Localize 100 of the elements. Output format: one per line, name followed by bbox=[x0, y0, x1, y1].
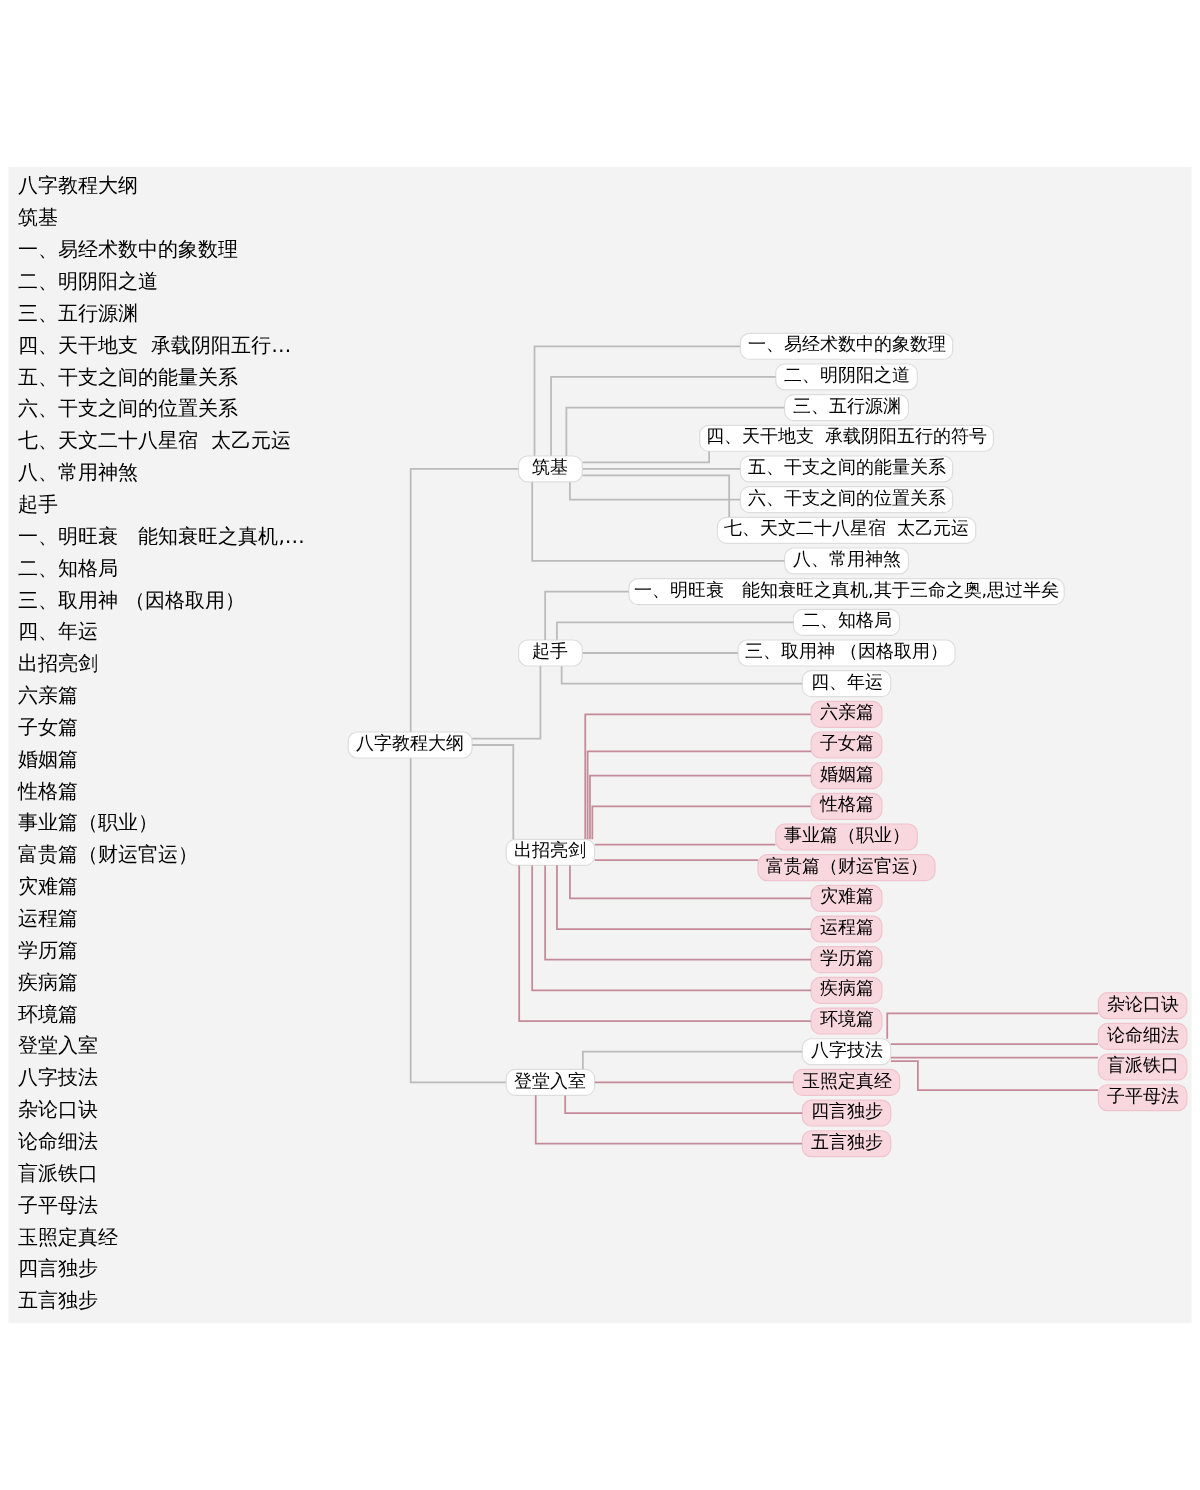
node-box: 六、干支之间的位置关系 bbox=[739, 486, 954, 514]
node-box: 玉照定真经 bbox=[792, 1068, 901, 1096]
label: 子女篇 bbox=[18, 714, 79, 739]
node-box: 起手 bbox=[518, 639, 583, 667]
node-box: 富贵篇（财运官运） bbox=[757, 854, 936, 882]
connector bbox=[569, 864, 812, 900]
node-box: 杂论口诀 bbox=[1097, 992, 1188, 1020]
label: 四、天干地支 承载阴阳五行… bbox=[18, 332, 292, 357]
node-box: 性格篇 bbox=[810, 792, 883, 820]
label: 灾难篇 bbox=[18, 874, 79, 899]
connector bbox=[889, 1043, 1099, 1045]
label: 一、明旺衰 能知衰旺之真机,… bbox=[18, 523, 305, 548]
connector bbox=[581, 652, 739, 654]
connector bbox=[581, 468, 741, 470]
connector bbox=[889, 1056, 1099, 1059]
node-box: 八字教程大纲 bbox=[347, 731, 473, 759]
label: 筑基 bbox=[18, 205, 59, 230]
connector bbox=[589, 774, 812, 841]
connector bbox=[556, 621, 795, 641]
connector bbox=[564, 1094, 804, 1114]
node-box: 子平母法 bbox=[1097, 1084, 1188, 1112]
label: 事业篇（职业） bbox=[18, 810, 159, 835]
label: 二、明阴阳之道 bbox=[18, 269, 159, 294]
node-box: 盲派铁口 bbox=[1097, 1053, 1188, 1081]
node-box: 八字技法 bbox=[801, 1038, 892, 1066]
node-box: 三、五行源渊 bbox=[784, 394, 910, 422]
connector bbox=[531, 481, 786, 562]
label: 三、取用神 （因格取用） bbox=[18, 587, 245, 612]
connector bbox=[593, 1081, 795, 1084]
node-box: 灾难篇 bbox=[810, 884, 883, 912]
node-box: 二、知格局 bbox=[792, 608, 901, 636]
label: 婚姻篇 bbox=[18, 746, 79, 771]
connector bbox=[582, 1050, 803, 1071]
label: 七、天文二十八星宿 太乙元运 bbox=[18, 428, 292, 453]
connector bbox=[544, 590, 630, 641]
node-box: 环境篇 bbox=[810, 1007, 883, 1035]
node-box: 四言独步 bbox=[801, 1099, 892, 1127]
node-box: 疾病篇 bbox=[810, 976, 883, 1004]
node-box: 筑基 bbox=[518, 455, 583, 483]
connector bbox=[560, 665, 803, 685]
label: 富贵篇（财运官运） bbox=[18, 842, 199, 867]
label: 性格篇 bbox=[18, 778, 79, 803]
node-box: 四、年运 bbox=[801, 670, 892, 698]
label: 环境篇 bbox=[18, 1001, 79, 1026]
label: 六、干支之间的位置关系 bbox=[18, 396, 239, 421]
label: 玉照定真经 bbox=[18, 1224, 119, 1249]
connector bbox=[534, 1094, 803, 1145]
label: 疾病篇 bbox=[18, 969, 79, 994]
connector bbox=[550, 376, 777, 457]
label: 四、年运 bbox=[18, 619, 99, 644]
node-box: 一、明旺衰 能知衰旺之真机,其于三命之奥,思过半矣 bbox=[628, 578, 1065, 606]
connector bbox=[593, 843, 777, 846]
connector bbox=[531, 864, 812, 992]
connector bbox=[591, 805, 812, 841]
label: 运程篇 bbox=[18, 906, 79, 931]
label: 起手 bbox=[18, 491, 59, 516]
connector bbox=[569, 481, 741, 501]
connector bbox=[586, 750, 812, 841]
connector bbox=[471, 665, 542, 740]
node-box: 五言独步 bbox=[801, 1130, 892, 1158]
label: 杂论口诀 bbox=[18, 1097, 99, 1122]
label: 六亲篇 bbox=[18, 683, 79, 708]
node-box: 一、易经术数中的象数理 bbox=[739, 332, 954, 360]
connector bbox=[533, 345, 741, 457]
label: 五言独步 bbox=[18, 1288, 99, 1313]
label: 八字技法 bbox=[18, 1065, 99, 1090]
label: 盲派铁口 bbox=[18, 1160, 99, 1185]
connector bbox=[565, 406, 786, 457]
node-box: 二、明阴阳之道 bbox=[775, 363, 918, 391]
label: 五、干支之间的能量关系 bbox=[18, 364, 239, 389]
node-box: 事业篇（职业） bbox=[775, 823, 918, 851]
connector bbox=[584, 713, 812, 840]
node-box: 出招亮剑 bbox=[505, 838, 596, 866]
connector bbox=[471, 744, 515, 841]
label: 学历篇 bbox=[18, 937, 79, 962]
label: 八字教程大纲 bbox=[18, 173, 139, 198]
label: 论命细法 bbox=[18, 1128, 99, 1153]
node-box: 七、天文二十八星宿 太乙元运 bbox=[716, 516, 977, 544]
node-box: 登堂入室 bbox=[505, 1068, 596, 1096]
node-box: 八、常用神煞 bbox=[784, 547, 910, 575]
label: 一、易经术数中的象数理 bbox=[18, 237, 239, 262]
node-box: 论命细法 bbox=[1097, 1022, 1188, 1050]
connector bbox=[886, 1012, 1099, 1040]
label: 子平母法 bbox=[18, 1192, 99, 1217]
label: 登堂入室 bbox=[18, 1033, 99, 1058]
connector bbox=[890, 1060, 1100, 1091]
connector bbox=[518, 864, 812, 1022]
connector bbox=[581, 450, 710, 464]
label: 八、常用神煞 bbox=[18, 460, 139, 485]
connector bbox=[581, 474, 731, 518]
node-box: 学历篇 bbox=[810, 946, 883, 974]
node-box: 子女篇 bbox=[810, 731, 883, 759]
node-box: 运程篇 bbox=[810, 915, 883, 943]
connector bbox=[409, 468, 520, 733]
connector bbox=[544, 864, 812, 961]
connector bbox=[593, 859, 759, 861]
connector bbox=[409, 757, 507, 1084]
node-box: 六亲篇 bbox=[810, 700, 883, 728]
node-box: 五、干支之间的能量关系 bbox=[739, 455, 954, 483]
label: 二、知格局 bbox=[18, 555, 119, 580]
